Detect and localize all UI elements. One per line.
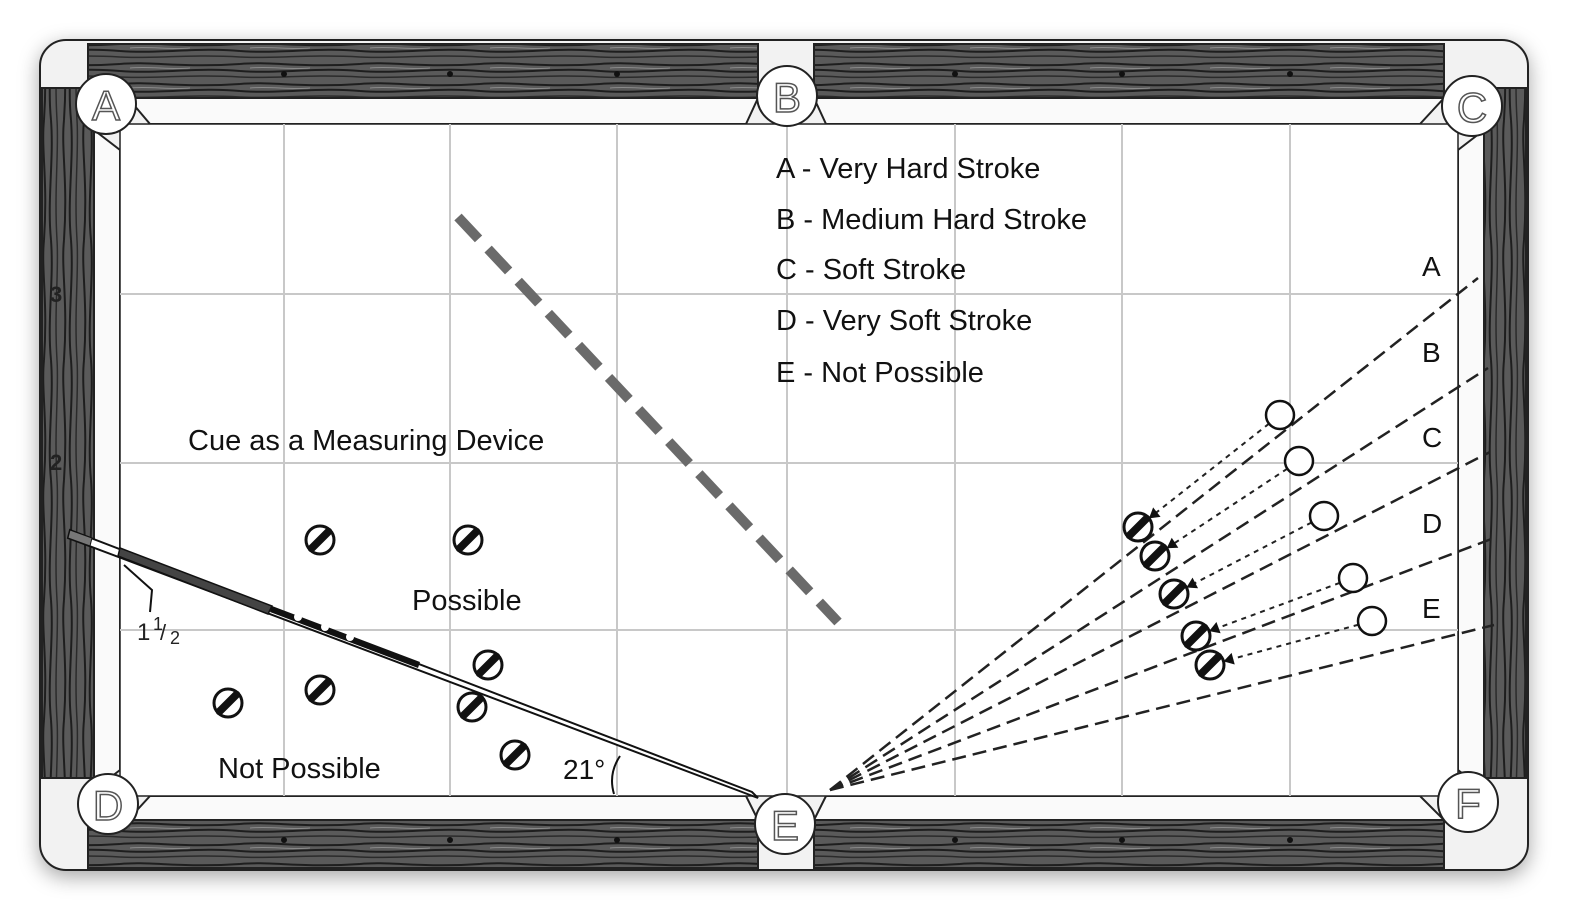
shot-path-line <box>829 450 1491 792</box>
object-ball <box>1139 540 1171 572</box>
shot-path-line <box>829 366 1489 792</box>
legend-item: D - Very Soft Stroke <box>776 305 1032 337</box>
cue-ball <box>1337 562 1369 594</box>
svg-text:2: 2 <box>50 450 62 475</box>
table-grid <box>120 124 1458 796</box>
rail-labels: 3 2 <box>50 282 62 475</box>
path-label-e: E <box>1422 593 1441 624</box>
path-label-a: A <box>1422 251 1441 282</box>
svg-text:1: 1 <box>153 614 163 634</box>
shot-path-line <box>829 623 1495 792</box>
deflection-line <box>1223 623 1359 663</box>
legend-item: C - Soft Stroke <box>776 254 966 286</box>
svg-text:/: / <box>160 620 167 645</box>
svg-text:D: D <box>93 782 123 829</box>
stroke-legend: A - Very Hard Stroke B - Medium Hard Str… <box>776 153 1087 389</box>
cue-ball <box>1356 605 1388 637</box>
cushions <box>93 97 1485 821</box>
striped-ball <box>212 687 244 719</box>
svg-text:E: E <box>771 802 799 849</box>
striped-ball <box>499 739 531 771</box>
svg-text:F: F <box>1455 780 1481 827</box>
shot-path-line <box>829 536 1495 792</box>
dashed-barrier-line <box>454 213 842 626</box>
path-label-d: D <box>1422 508 1442 539</box>
measure-leader <box>123 564 154 613</box>
legend-item: B - Medium Hard Stroke <box>776 204 1087 236</box>
cue-ball <box>1264 399 1296 431</box>
legend-item: A - Very Hard Stroke <box>776 153 1040 185</box>
not-possible-label: Not Possible <box>218 753 381 785</box>
pocket-a: A <box>75 73 137 135</box>
pocket-c: C <box>1441 75 1503 137</box>
cue-ball <box>1283 445 1315 477</box>
pocket-f: F <box>1437 771 1499 833</box>
angle-label: 21° <box>563 754 605 785</box>
possible-label: Possible <box>412 585 522 617</box>
rail-diamonds <box>281 71 1293 843</box>
cue-measure-title: Cue as a Measuring Device <box>188 425 544 457</box>
object-ball <box>1194 649 1226 681</box>
striped-ball <box>452 524 484 556</box>
svg-text:A: A <box>92 82 120 129</box>
pocket-e: E <box>754 793 816 855</box>
object-ball <box>1122 511 1154 543</box>
svg-text:C: C <box>1457 84 1487 131</box>
cue-stick <box>66 528 759 799</box>
path-label-b: B <box>1422 337 1441 368</box>
striped-ball <box>304 674 336 706</box>
striped-ball <box>304 524 336 556</box>
left-balls <box>212 524 531 771</box>
arrow-head <box>1209 622 1221 634</box>
arrow-head <box>1223 652 1235 665</box>
path-label-c: C <box>1422 422 1442 453</box>
striped-ball <box>472 649 504 681</box>
striped-ball <box>456 691 488 723</box>
deflection-line <box>1208 581 1341 633</box>
arrow-head <box>1186 577 1199 589</box>
object-ball <box>1180 620 1212 652</box>
measure-label: 1 1 / 2 <box>137 614 180 648</box>
path-labels: A B C D E <box>1422 251 1442 624</box>
pocket-d: D <box>77 773 139 835</box>
shot-paths <box>829 277 1495 792</box>
svg-text:B: B <box>773 74 801 121</box>
wood-rails <box>41 43 1527 869</box>
pocket-b: B <box>756 65 818 127</box>
pockets: A B C D E F <box>75 65 1503 855</box>
cue-ball <box>1308 500 1340 532</box>
deflection-line <box>1166 467 1288 550</box>
legend-item: E - Not Possible <box>776 357 984 389</box>
angle-arc <box>611 755 621 795</box>
arrow-head <box>1166 537 1179 549</box>
svg-text:3: 3 <box>50 282 62 307</box>
svg-text:1: 1 <box>137 619 150 646</box>
shot-path-line <box>829 277 1479 791</box>
playing-surface <box>119 123 1459 797</box>
svg-text:2: 2 <box>170 628 180 648</box>
object-ball <box>1158 578 1190 610</box>
deflection-line <box>1185 521 1313 589</box>
arrow-head <box>1148 507 1161 519</box>
